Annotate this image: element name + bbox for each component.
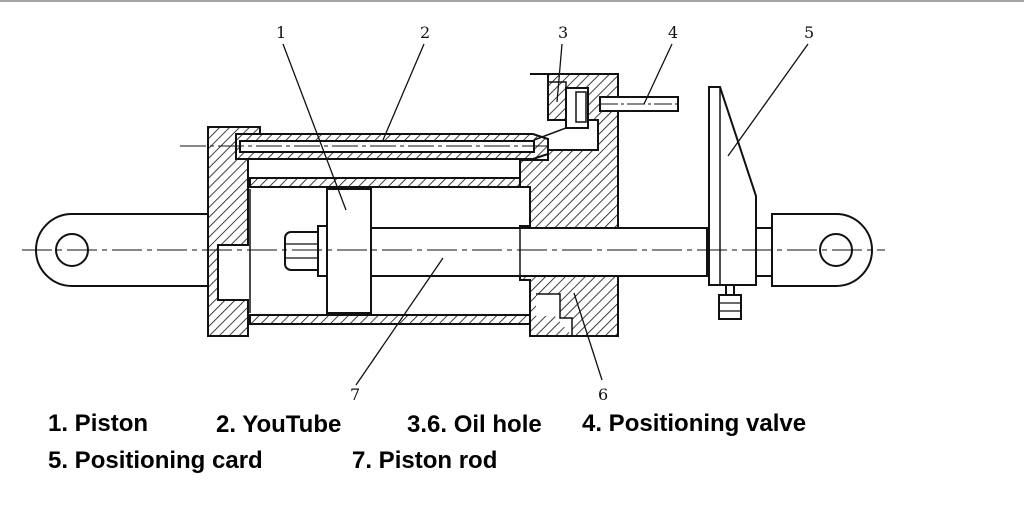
part-number-4: 4 xyxy=(668,23,678,42)
part-number-7: 7 xyxy=(350,385,360,404)
part-number-2: 2 xyxy=(420,23,430,42)
oil-tube xyxy=(180,133,549,160)
barrel-top-wall xyxy=(249,177,531,188)
legend-piston: 1. Piston xyxy=(48,410,149,437)
part-number-6: 6 xyxy=(598,385,608,404)
legend-tube: 2. YouTube xyxy=(216,411,342,438)
legend-oil-hole: 3.6. Oil hole xyxy=(407,411,542,438)
legend-positioning-valve: 4. Positioning valve xyxy=(582,410,807,437)
legend-positioning-card: 5. Positioning card xyxy=(48,447,263,474)
leader-lines xyxy=(282,43,809,386)
part-number-5: 5 xyxy=(804,23,814,42)
barrel-bottom-wall xyxy=(249,314,531,325)
piston xyxy=(326,188,372,314)
piston-rod xyxy=(370,227,708,277)
part-number-3: 3 xyxy=(558,23,568,42)
positioning-card xyxy=(708,86,757,320)
legend-piston-rod: 7. Piston rod xyxy=(352,447,498,474)
part-number-1: 1 xyxy=(276,23,286,42)
right-clevis xyxy=(755,213,873,287)
right-end-cap xyxy=(519,73,619,337)
piston-nut xyxy=(284,225,328,277)
positioning-valve xyxy=(599,96,680,112)
